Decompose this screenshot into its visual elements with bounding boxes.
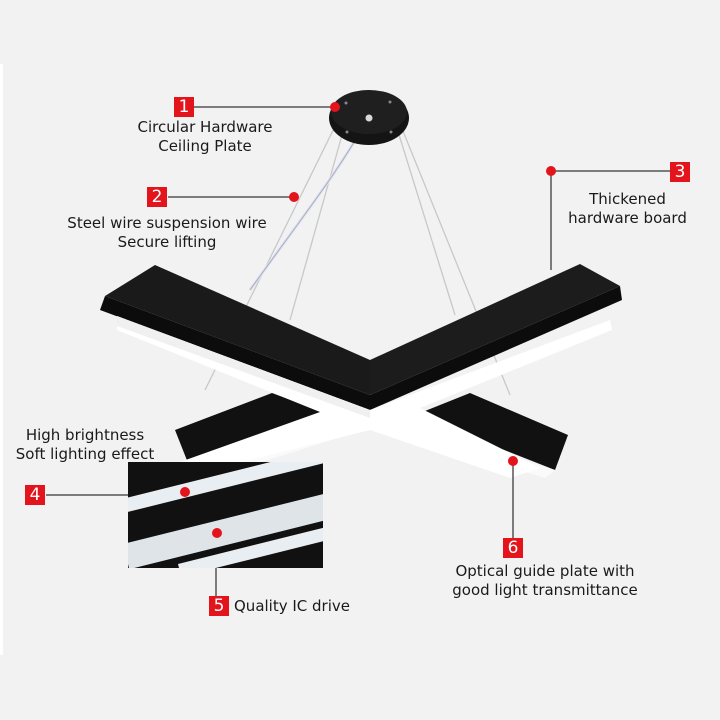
callout-badge-5: 5: [209, 596, 229, 616]
callout-5-line-1: Quality IC drive: [234, 597, 350, 615]
callout-label-3: Thickened hardware board: [560, 190, 695, 228]
callout-4-line-2: Soft lighting effect: [15, 445, 155, 463]
callout-3-line-2: hardware board: [568, 209, 687, 227]
callout-label-6: Optical guide plate with good light tran…: [440, 562, 650, 600]
callout-label-5: Quality IC drive: [234, 597, 350, 616]
callout-badge-4: 4: [25, 485, 45, 505]
callout-label-1: Circular Hardware Ceiling Plate: [110, 118, 300, 156]
callout-badge-3: 3: [670, 162, 690, 182]
callout-3-line-1: Thickened: [589, 190, 666, 208]
callout-6-line-1: Optical guide plate with: [455, 562, 635, 580]
callout-2-line-1: Steel wire suspension wire: [67, 214, 267, 232]
led-driver-inset-photo: [128, 462, 323, 568]
callout-1-line-2: Ceiling Plate: [158, 137, 252, 155]
callout-4-line-1: High brightness: [25, 426, 145, 444]
callout-6-line-2: good light transmittance: [452, 581, 638, 599]
x-fixture: [100, 264, 622, 478]
callout-label-4: High brightness Soft lighting effect: [5, 426, 165, 464]
callout-badge-2: 2: [147, 187, 167, 207]
callout-dots: [289, 102, 556, 466]
callout-2-line-2: Secure lifting: [117, 233, 217, 251]
image-frame-edge: [0, 64, 3, 655]
callout-badge-6: 6: [503, 538, 523, 558]
callout-1-line-1: Circular Hardware: [137, 118, 273, 136]
callout-badge-1: 1: [174, 97, 194, 117]
ceiling-plate: [329, 90, 409, 145]
callout-label-2: Steel wire suspension wire Secure liftin…: [62, 214, 272, 252]
